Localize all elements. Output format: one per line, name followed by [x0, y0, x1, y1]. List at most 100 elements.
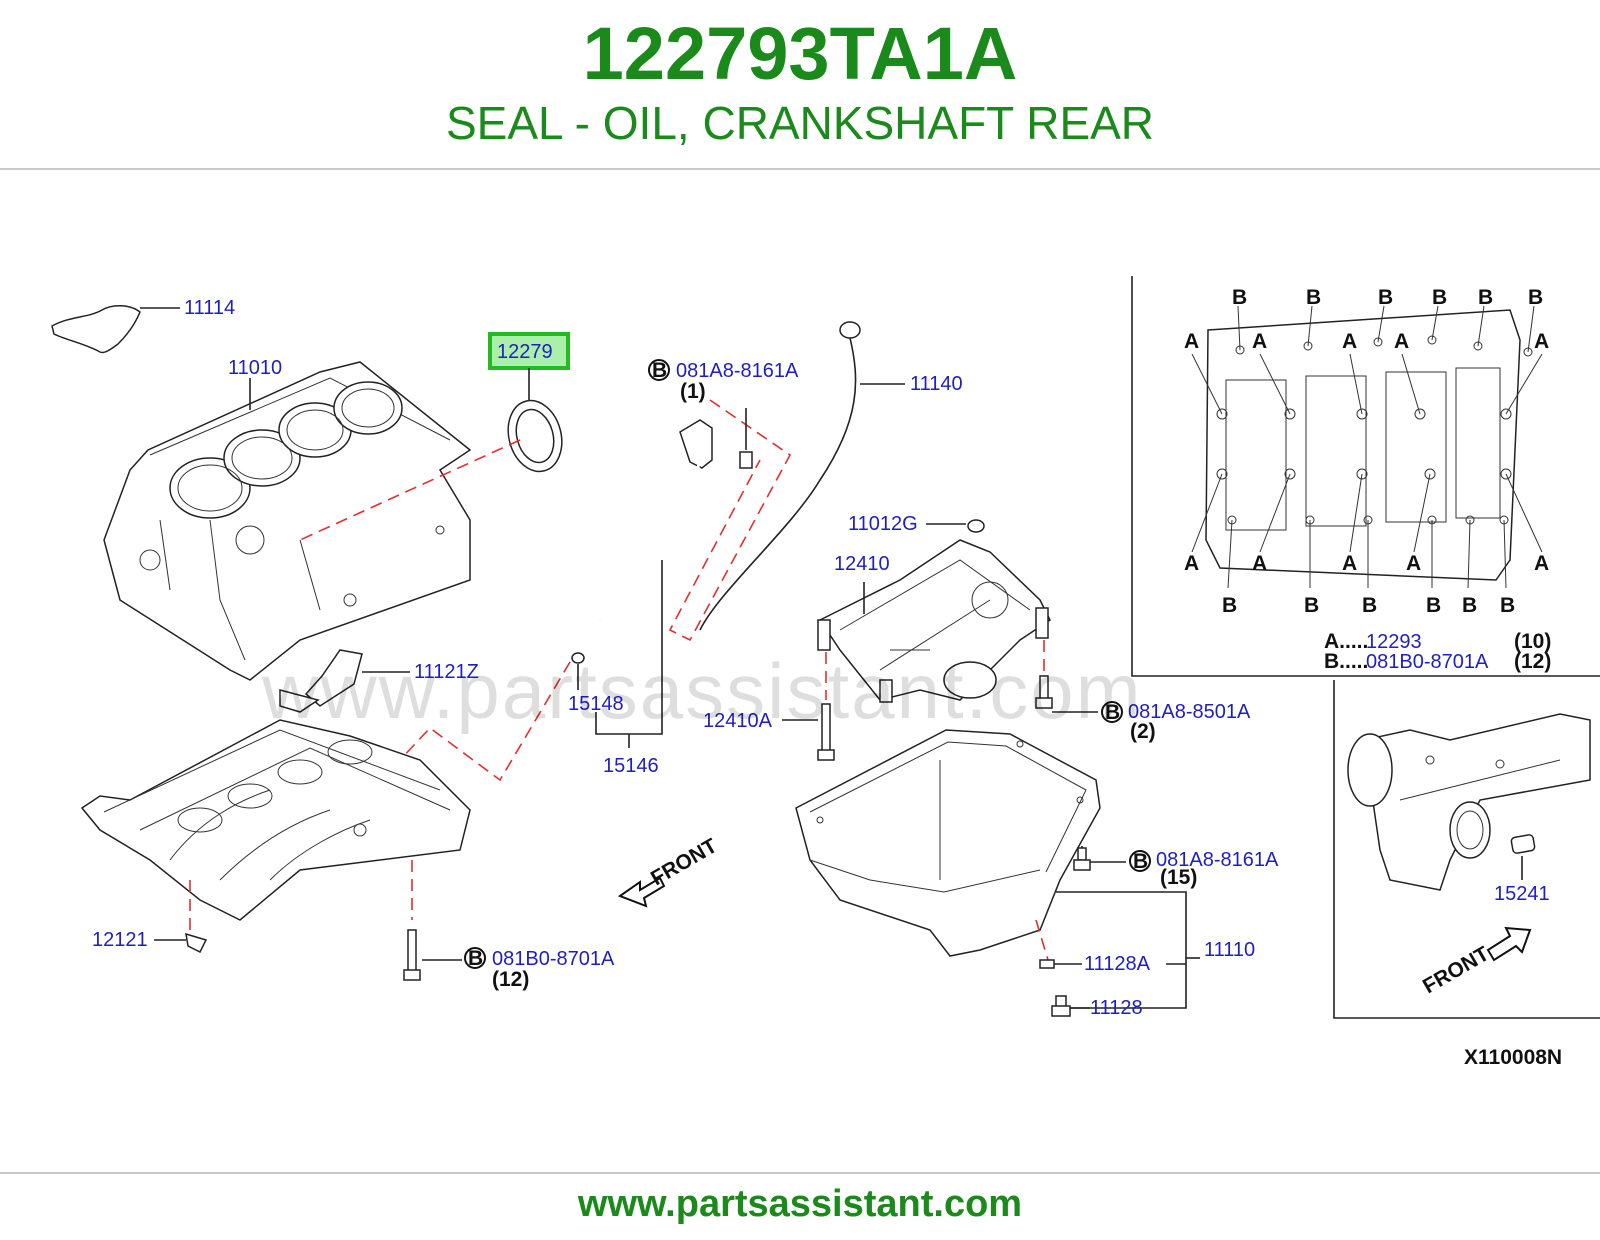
oil-pan-11110-drawing	[795, 729, 1101, 957]
part-description: SEAL - OIL, CRANKSHAFT REAR	[445, 97, 1155, 149]
legend-b-part-081B0-8701A[interactable]: 081B0-8701A	[1366, 651, 1489, 673]
inset-top-frame	[1131, 276, 1600, 677]
cylinder-block-11010-drawing	[103, 361, 472, 681]
part-label-11114[interactable]: 11114	[184, 297, 235, 319]
part-label-081B0-8701A[interactable]: 081B0-8701A	[492, 948, 615, 970]
legend-b-qty: (12)	[1514, 650, 1551, 673]
callout-b-bottom-3: B	[1426, 594, 1441, 617]
bolt-12410A-drawing	[817, 703, 835, 761]
diagram-code: X110008N	[1464, 1046, 1562, 1069]
part-label-15148[interactable]: 15148	[568, 693, 624, 715]
part-label-081A8-8161A-mid[interactable]: 081A8-8161A	[1156, 849, 1279, 871]
watermark: www.partsassistant.com	[261, 647, 1143, 735]
a-callout-group: A A A A A A A A A A	[1184, 330, 1549, 575]
callout-b-bottom-5: B	[1500, 594, 1515, 617]
callout-b-top-1: B	[1306, 286, 1321, 309]
dash-leader-drain	[1035, 919, 1049, 961]
svg-text:B: B	[1133, 850, 1148, 873]
part-label-15241[interactable]: 15241	[1494, 883, 1550, 905]
bolt-symbol-b-lower-left: B	[464, 947, 486, 970]
bracket-11110	[1056, 891, 1187, 1009]
lower-crankcase-drawing	[80, 719, 471, 921]
legend-a-prefix: A.....	[1324, 630, 1368, 653]
front-label-right: FRONT	[1419, 942, 1493, 998]
footer-url-link[interactable]: www.partsassistant.com	[577, 1183, 1023, 1225]
callout-a-bottom-0: A	[1184, 552, 1199, 575]
callout-a-top-1: A	[1252, 330, 1267, 353]
callout-a-top-4: A	[1534, 330, 1549, 353]
callout-b-top-4: B	[1478, 286, 1493, 309]
bolt-symbol-b-mid: B	[1129, 850, 1151, 873]
bolt-081B0-drawing	[403, 929, 421, 981]
svg-text:B: B	[652, 359, 667, 382]
qty-1: (1)	[680, 380, 706, 403]
callout-b-top-5: B	[1528, 286, 1543, 309]
part-label-11110[interactable]: 11110	[1204, 939, 1255, 961]
crankshaft-rear-oil-seal-12279-drawing	[507, 399, 563, 473]
oil-pump-12410-drawing	[817, 539, 1051, 703]
part-number-title: 122793TA1A	[582, 12, 1018, 95]
o-ring-11012G-drawing	[967, 519, 985, 533]
part-label-11140[interactable]: 11140	[910, 373, 963, 395]
callout-a-top-0: A	[1184, 330, 1199, 353]
part-label-081A8-8161A-top[interactable]: 081A8-8161A	[676, 360, 799, 382]
dipstick-guide-15146-drawing	[598, 419, 753, 622]
part-label-12121[interactable]: 12121	[92, 929, 148, 951]
bolt-081A8-8161A-mid-drawing	[1073, 847, 1091, 871]
legend-a-qty: (10)	[1514, 630, 1551, 653]
dipstick-11140-drawing	[699, 321, 861, 631]
callout-a-top-3: A	[1394, 330, 1409, 353]
part-label-11010[interactable]: 11010	[228, 357, 282, 379]
part-12121-drawing	[185, 932, 208, 954]
o-ring-15148-drawing	[571, 652, 585, 664]
bolt-symbol-b-top: B	[648, 359, 670, 382]
part-label-15146[interactable]: 15146	[603, 755, 659, 777]
callout-b-bottom-4: B	[1462, 594, 1477, 617]
callout-a-bottom-2: A	[1342, 552, 1357, 575]
callout-b-top-3: B	[1432, 286, 1447, 309]
callout-b-bottom-1: B	[1304, 594, 1319, 617]
gasket-11114-drawing	[51, 305, 141, 354]
dash-leader-15148	[399, 661, 571, 782]
front-arrow-left-icon	[617, 876, 666, 908]
callout-a-bottom-3: A	[1406, 552, 1421, 575]
block-dowel-view-drawing	[1347, 713, 1591, 891]
part-label-11121Z[interactable]: 11121Z	[414, 661, 479, 683]
part-label-11128[interactable]: 11128	[1090, 997, 1143, 1019]
part-label-12279[interactable]: 12279	[497, 341, 553, 363]
front-arrow-right-icon	[1486, 926, 1532, 962]
qty-12: (12)	[492, 968, 529, 991]
qty-15: (15)	[1160, 866, 1197, 889]
part-label-11128A[interactable]: 11128A	[1084, 953, 1151, 975]
legend-a-part-12293[interactable]: 12293	[1366, 631, 1422, 653]
callout-a-bottom-1: A	[1252, 552, 1267, 575]
drain-plug-11128-drawing	[1051, 995, 1071, 1017]
bolt-symbol-b-mid-top: B	[1101, 701, 1123, 724]
callout-a-top-2: A	[1342, 330, 1357, 353]
legend-b-prefix: B.....	[1324, 650, 1368, 673]
svg-text:B: B	[1105, 701, 1120, 724]
svg-text:B: B	[468, 947, 483, 970]
highlight-box-12279	[488, 332, 570, 370]
callout-b-top-2: B	[1378, 286, 1393, 309]
inset-bottom-frame	[1333, 680, 1600, 1019]
dowel-15241-drawing	[1510, 834, 1536, 854]
callout-b-bottom-0: B	[1222, 594, 1237, 617]
front-label-left: FRONT	[647, 834, 721, 890]
callout-b-bottom-2: B	[1362, 594, 1377, 617]
baffle-11121Z-drawing	[279, 649, 363, 713]
footer-divider	[0, 1172, 1600, 1174]
bolt-081A8-8501A-drawing	[1035, 675, 1053, 709]
dash-leader-dipstick	[668, 399, 792, 642]
part-label-11012G[interactable]: 11012G	[848, 513, 918, 535]
part-label-12410[interactable]: 12410	[834, 553, 890, 575]
part-label-081A8-8501A[interactable]: 081A8-8501A	[1128, 701, 1251, 723]
callout-a-bottom-4: A	[1534, 552, 1549, 575]
header-divider	[0, 168, 1600, 170]
part-label-12410A[interactable]: 12410A	[703, 710, 773, 732]
callout-b-top-0: B	[1232, 286, 1247, 309]
qty-2: (2)	[1130, 720, 1156, 743]
dash-leader-12279	[299, 439, 521, 541]
